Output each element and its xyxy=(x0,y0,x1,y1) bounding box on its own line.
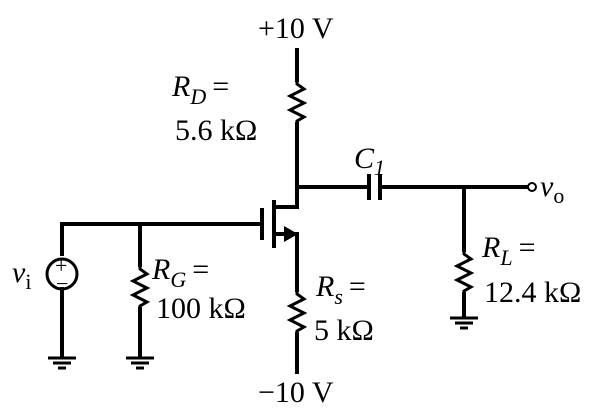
source-arrow-icon xyxy=(284,226,298,242)
c1-symbol: C xyxy=(354,142,375,175)
rd-equals: = xyxy=(212,70,229,103)
rs-value: 5 kΩ xyxy=(314,314,374,347)
rs-label: Rs= xyxy=(315,270,366,309)
output-terminal xyxy=(527,182,537,192)
rs-equals: = xyxy=(349,270,366,303)
output-label: vo xyxy=(540,170,564,208)
rd-value: 5.6 kΩ xyxy=(175,114,257,147)
rl-symbol: R xyxy=(481,231,500,264)
rg-value: 100 kΩ xyxy=(156,292,246,325)
rd-resistor xyxy=(286,80,308,124)
c1-label: C1 xyxy=(354,142,385,180)
rg-subscript: G xyxy=(170,267,186,292)
source-subscript: i xyxy=(25,269,31,294)
source-symbol: v xyxy=(12,256,26,289)
rd-label: RD= xyxy=(171,70,229,109)
rl-subscript: L xyxy=(499,245,512,270)
rg-equals: = xyxy=(192,253,209,286)
rg-resistor xyxy=(129,265,151,309)
source-ground-icon xyxy=(48,356,76,370)
rd-symbol: R xyxy=(171,70,190,103)
rl-label: RL = xyxy=(481,231,536,270)
source-plus: + xyxy=(55,253,67,278)
output-subscript: o xyxy=(553,183,564,208)
rg-ground-icon xyxy=(126,356,154,370)
rl-equals: = xyxy=(519,231,536,264)
rs-subscript: s xyxy=(334,284,343,309)
source-minus: − xyxy=(56,271,68,296)
rg-label: RG= xyxy=(151,253,209,292)
source-label: vi xyxy=(12,256,31,294)
output-symbol: v xyxy=(540,170,554,203)
rd-subscript: D xyxy=(189,84,206,109)
supply-bottom-label: −10 V xyxy=(258,376,334,409)
supply-top-label: +10 V xyxy=(258,12,334,45)
rs-resistor xyxy=(286,290,308,334)
rl-ground-icon xyxy=(450,316,478,330)
rl-value: 12.4 kΩ xyxy=(484,276,581,309)
rl-resistor xyxy=(453,250,475,294)
rs-symbol: R xyxy=(315,270,334,303)
c1-subscript: 1 xyxy=(374,155,385,180)
rg-symbol: R xyxy=(151,253,170,286)
